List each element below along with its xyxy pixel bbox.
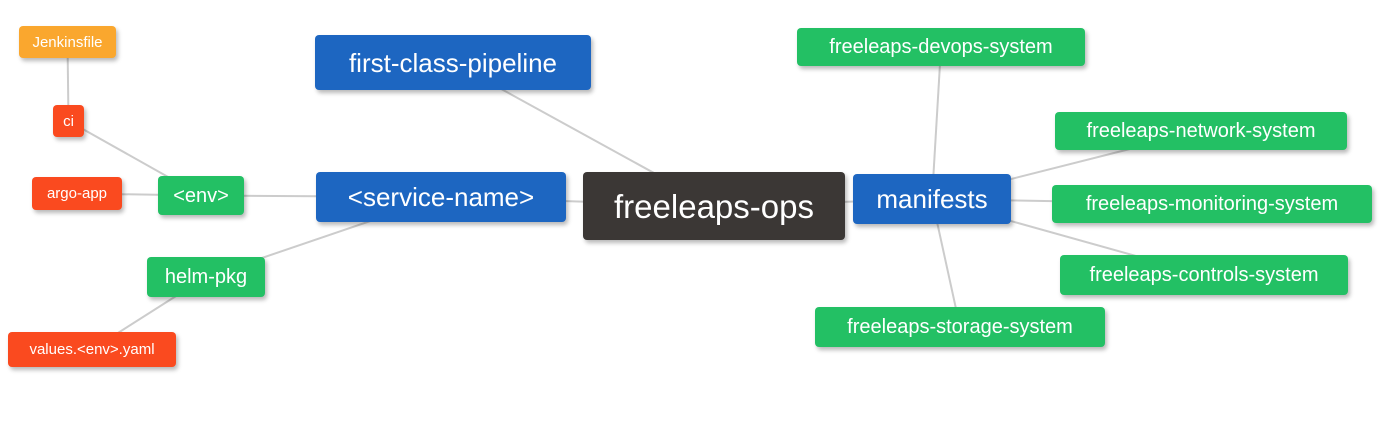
node-network-system-label: freeleaps-network-system bbox=[1086, 120, 1316, 142]
node-env-label: <env> bbox=[173, 184, 229, 207]
node-first-class-pipeline-label: first-class-pipeline bbox=[348, 47, 558, 78]
node-service-name[interactable]: <service-name> bbox=[316, 172, 566, 222]
node-ci[interactable]: ci bbox=[53, 105, 84, 137]
node-devops-system[interactable]: freeleaps-devops-system bbox=[797, 28, 1085, 66]
node-monitoring-system-label: freeleaps-monitoring-system bbox=[1085, 193, 1339, 215]
node-ci-label: ci bbox=[63, 112, 74, 130]
node-devops-system-label: freeleaps-devops-system bbox=[829, 36, 1053, 58]
node-manifests-label: manifests bbox=[876, 184, 988, 214]
node-env[interactable]: <env> bbox=[158, 176, 244, 215]
node-freeleaps-ops-label: freeleaps-ops bbox=[614, 187, 814, 225]
node-service-name-label: <service-name> bbox=[347, 182, 535, 212]
node-jenkinsfile[interactable]: Jenkinsfile bbox=[19, 26, 116, 58]
node-storage-system-label: freeleaps-storage-system bbox=[847, 316, 1073, 338]
node-network-system[interactable]: freeleaps-network-system bbox=[1055, 112, 1347, 150]
node-argo-app-label: argo-app bbox=[46, 185, 108, 202]
node-jenkinsfile-label: Jenkinsfile bbox=[32, 33, 103, 51]
node-first-class-pipeline[interactable]: first-class-pipeline bbox=[315, 35, 591, 90]
node-values-env-yaml-label: values.<env>.yaml bbox=[29, 341, 155, 358]
node-controls-system-label: freeleaps-controls-system bbox=[1089, 264, 1319, 286]
node-manifests[interactable]: manifests bbox=[853, 174, 1011, 224]
node-freeleaps-ops[interactable]: freeleaps-ops bbox=[583, 172, 845, 240]
node-controls-system[interactable]: freeleaps-controls-system bbox=[1060, 255, 1348, 295]
node-values-env-yaml[interactable]: values.<env>.yaml bbox=[8, 332, 176, 367]
node-helm-pkg[interactable]: helm-pkg bbox=[147, 257, 265, 297]
edge-manifests-devops-system bbox=[931, 46, 942, 200]
node-helm-pkg-label: helm-pkg bbox=[164, 266, 248, 288]
node-monitoring-system[interactable]: freeleaps-monitoring-system bbox=[1052, 185, 1372, 223]
node-argo-app[interactable]: argo-app bbox=[32, 177, 122, 210]
node-storage-system[interactable]: freeleaps-storage-system bbox=[815, 307, 1105, 347]
